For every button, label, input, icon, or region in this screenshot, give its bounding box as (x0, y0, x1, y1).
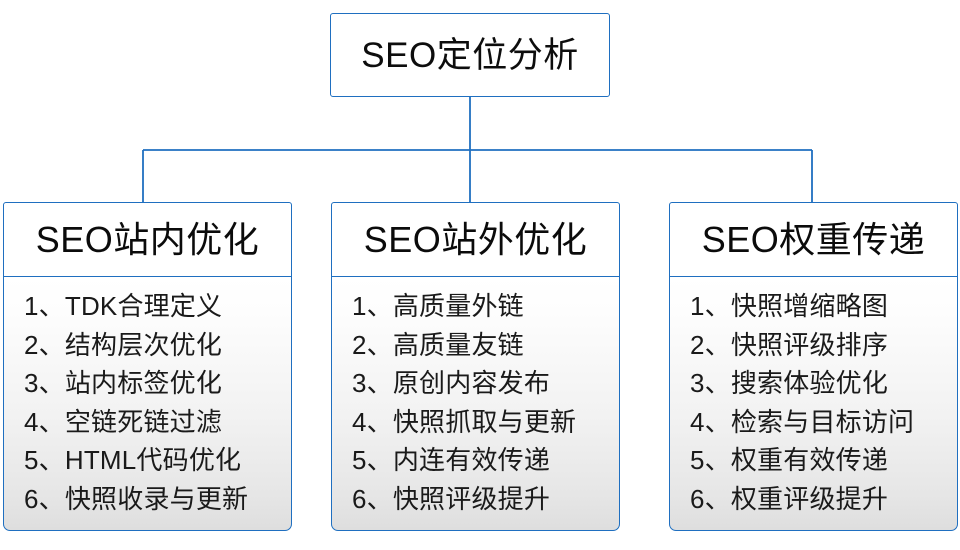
list-item: 3、搜索体验优化 (690, 368, 889, 398)
branch-header-2: SEO权重传递 (669, 202, 958, 277)
list-item: 6、权重评级提升 (690, 483, 889, 514)
list-item: 1、TDK合理定义 (24, 291, 223, 321)
list-item: 4、空链死链过滤 (24, 406, 223, 437)
list-item: 1、快照增缩略图 (690, 291, 889, 321)
list-item: 3、原创内容发布 (352, 368, 551, 398)
list-item: 5、HTML代码优化 (24, 445, 242, 475)
branch-body-1: 1、高质量外链 2、高质量友链 3、原创内容发布 4、快照抓取与更新 5、内连有… (331, 277, 620, 531)
branch-column-1: SEO站外优化 1、高质量外链 2、高质量友链 3、原创内容发布 4、快照抓取与… (331, 202, 620, 531)
list-item: 1、高质量外链 (352, 291, 524, 321)
root-node-label: SEO定位分析 (361, 35, 579, 75)
branch-item-list-1: 1、高质量外链 2、高质量友链 3、原创内容发布 4、快照抓取与更新 5、内连有… (332, 287, 576, 518)
list-item: 2、高质量友链 (352, 329, 524, 360)
branch-header-0: SEO站内优化 (3, 202, 292, 277)
list-item: 3、站内标签优化 (24, 368, 223, 398)
list-item: 6、快照评级提升 (352, 483, 551, 514)
list-item: 6、快照收录与更新 (24, 483, 249, 514)
branch-title-1: SEO站外优化 (363, 218, 588, 260)
branch-item-list-2: 1、快照增缩略图 2、快照评级排序 3、搜索体验优化 4、检索与目标访问 5、权… (670, 287, 914, 518)
list-item: 2、结构层次优化 (24, 329, 223, 360)
list-item: 2、快照评级排序 (690, 329, 889, 360)
branch-body-2: 1、快照增缩略图 2、快照评级排序 3、搜索体验优化 4、检索与目标访问 5、权… (669, 277, 958, 531)
list-item: 4、快照抓取与更新 (352, 406, 577, 437)
branch-title-2: SEO权重传递 (701, 218, 926, 260)
list-item: 4、检索与目标访问 (690, 406, 915, 437)
branch-body-0: 1、TDK合理定义 2、结构层次优化 3、站内标签优化 4、空链死链过滤 5、H… (3, 277, 292, 531)
branch-item-list-0: 1、TDK合理定义 2、结构层次优化 3、站内标签优化 4、空链死链过滤 5、H… (4, 287, 248, 518)
list-item: 5、权重有效传递 (690, 445, 889, 475)
root-node: SEO定位分析 (330, 13, 610, 97)
branch-title-0: SEO站内优化 (35, 218, 260, 260)
branch-header-1: SEO站外优化 (331, 202, 620, 277)
list-item: 5、内连有效传递 (352, 445, 551, 475)
branch-column-2: SEO权重传递 1、快照增缩略图 2、快照评级排序 3、搜索体验优化 4、检索与… (669, 202, 958, 531)
branch-column-0: SEO站内优化 1、TDK合理定义 2、结构层次优化 3、站内标签优化 4、空链… (3, 202, 292, 531)
